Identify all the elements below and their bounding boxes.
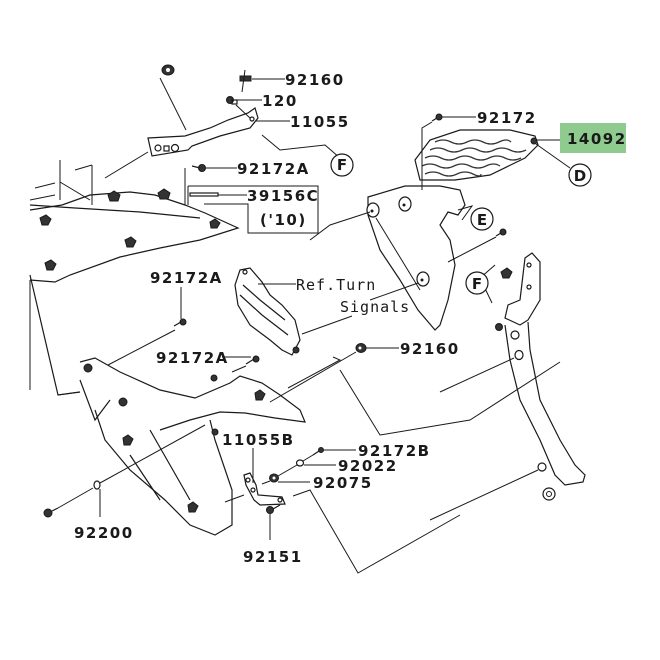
screw-92172A-top[interactable] <box>191 164 206 172</box>
part-label[interactable]: 92172A <box>150 269 223 287</box>
clip-92160-top[interactable] <box>239 69 252 93</box>
part-label[interactable]: 92200 <box>74 524 134 542</box>
stay-bracket[interactable] <box>495 252 586 501</box>
ref-turn-signals-label[interactable]: Ref.Turn <box>296 276 376 294</box>
tape-39156C[interactable] <box>189 192 219 197</box>
part-label[interactable]: 39156C <box>247 187 319 205</box>
collar-92075[interactable] <box>269 473 279 483</box>
bolt-120[interactable] <box>226 96 238 105</box>
grommet-top[interactable] <box>161 64 175 76</box>
screw-92200[interactable] <box>43 507 59 518</box>
grille-14092[interactable] <box>414 129 539 181</box>
part-label[interactable]: 92022 <box>338 457 398 475</box>
part-label[interactable]: 120 <box>262 92 298 110</box>
screw-92172A-mid[interactable] <box>173 318 187 327</box>
ref-marker-F-right[interactable]: F <box>465 271 489 295</box>
part-label[interactable]: 92172 <box>477 109 537 127</box>
part-label[interactable]: 11055 <box>290 113 350 131</box>
screw-right-panel[interactable] <box>495 228 507 237</box>
ref-marker-label: D <box>574 167 586 185</box>
ref-marker-D[interactable]: D <box>568 163 592 187</box>
part-label[interactable]: 92172A <box>237 160 310 178</box>
part-label-note: ('10) <box>260 211 307 229</box>
part-label-highlighted[interactable]: 14092 <box>567 130 627 148</box>
part-label[interactable]: 92172A <box>156 349 229 367</box>
bolt-92151[interactable] <box>266 504 281 514</box>
bracket-11055[interactable] <box>147 107 259 157</box>
screw-92172B[interactable] <box>312 447 324 456</box>
ref-marker-label: F <box>337 156 347 174</box>
washer-92022[interactable] <box>295 459 305 467</box>
ref-turn-signals-label[interactable]: Signals <box>340 298 410 316</box>
highlight-14092 <box>560 123 626 153</box>
screw-92172A-low[interactable] <box>245 355 260 365</box>
ref-marker-E[interactable]: E <box>470 207 494 231</box>
grommet-92160-mid[interactable] <box>355 343 367 353</box>
side-fairing-upper[interactable] <box>29 160 240 283</box>
inner-panel[interactable] <box>366 185 466 331</box>
ref-marker-F-top[interactable]: F <box>330 153 354 177</box>
part-label[interactable]: 92075 <box>313 474 373 492</box>
washer-92200[interactable] <box>93 480 101 490</box>
screw-92172[interactable] <box>431 113 443 122</box>
part-label[interactable]: 92160 <box>400 340 460 358</box>
ref-marker-label: E <box>477 211 487 229</box>
part-label[interactable]: 11055B <box>222 431 295 449</box>
part-label[interactable]: 92160 <box>285 71 345 89</box>
part-label[interactable]: 92151 <box>243 548 303 566</box>
turn-signal-ref[interactable] <box>234 267 301 356</box>
part-label[interactable]: 92172B <box>358 442 431 460</box>
ref-marker-label: F <box>472 275 482 293</box>
